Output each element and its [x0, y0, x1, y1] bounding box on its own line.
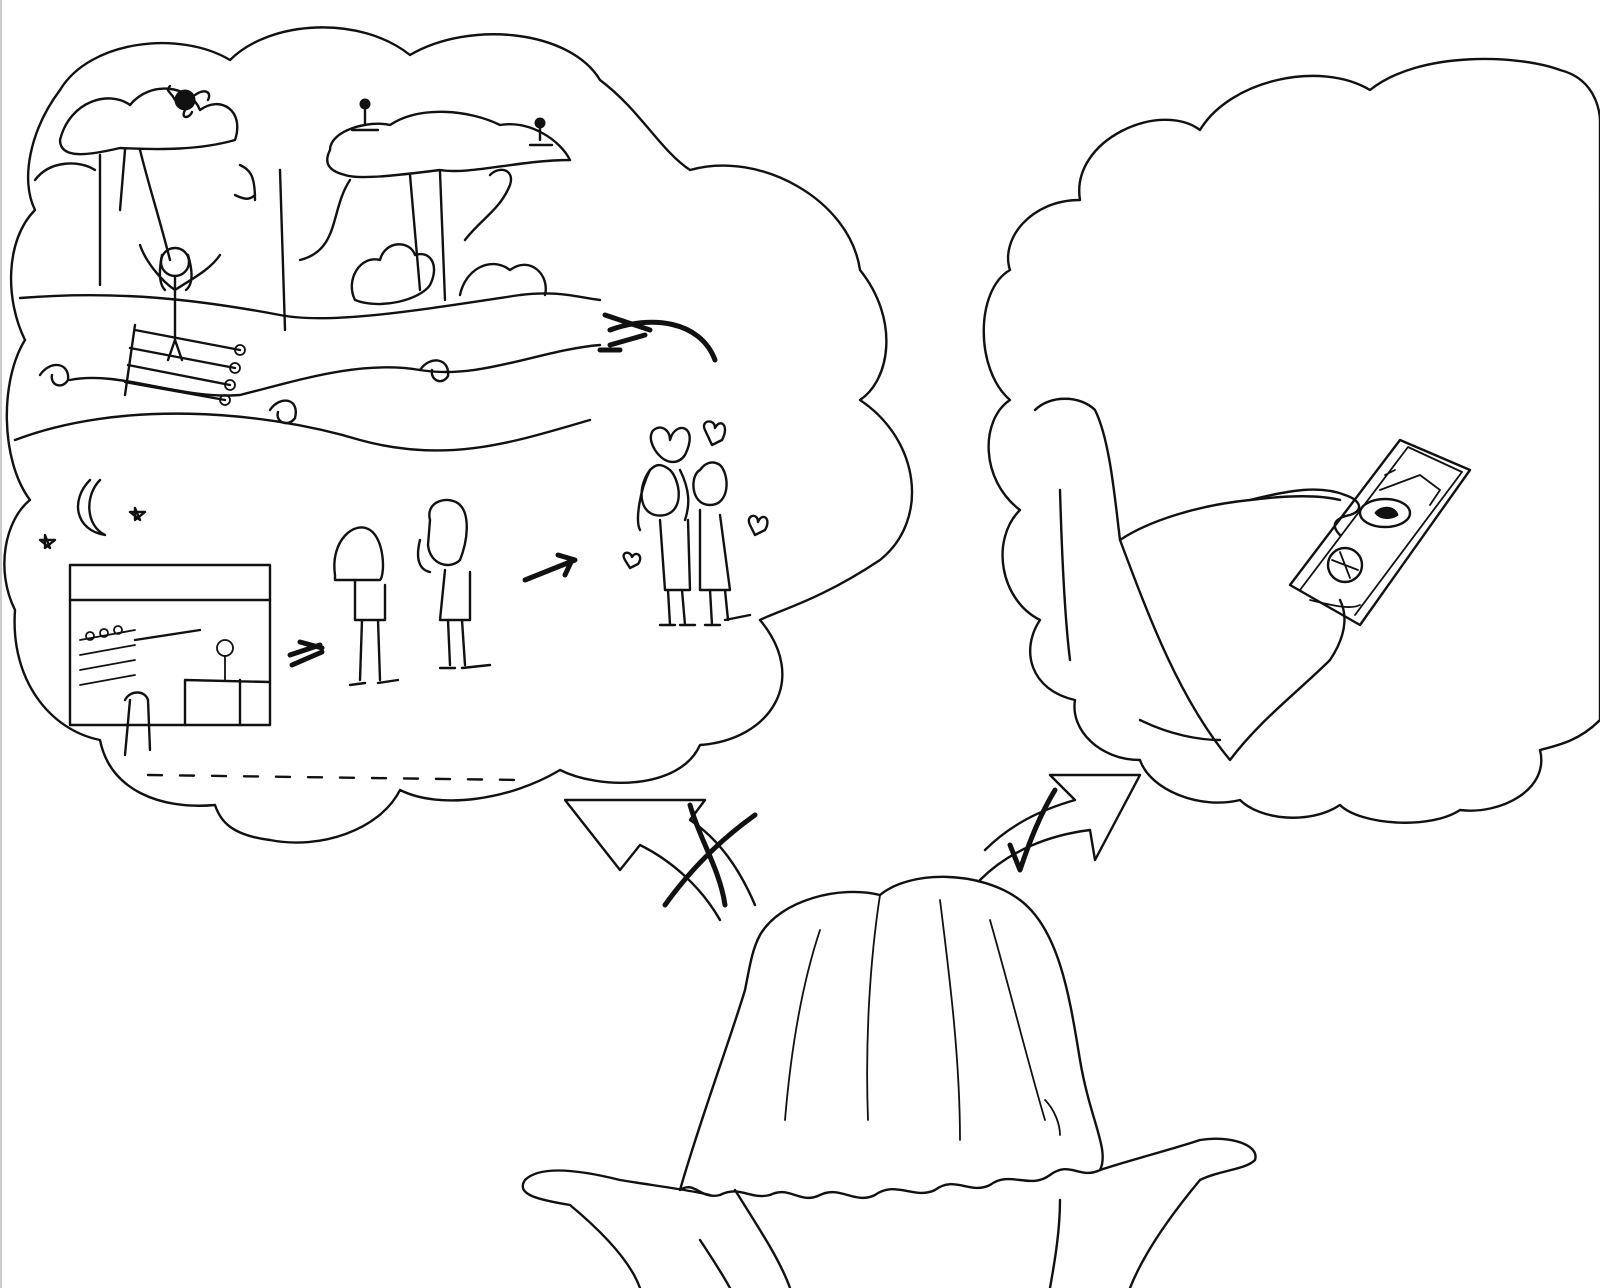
night-scene: [38, 420, 769, 782]
small-arrow-1: [287, 639, 325, 668]
tree-trunk-right-a: [408, 173, 422, 292]
right-thought-cloud: [982, 57, 1600, 824]
right-cloud-outline: [982, 57, 1600, 824]
curved-arrow-icon: [597, 312, 718, 363]
hair-strand-4: [989, 919, 1046, 1121]
woman-figure: [333, 526, 400, 687]
bush-center: [350, 243, 436, 306]
tree-trunk-left-b: [118, 148, 127, 212]
arm-lower: [1118, 538, 1346, 762]
body-left-edge: [1058, 488, 1072, 662]
hair-strand-2: [784, 929, 821, 1121]
figure-on-tree-a: [350, 98, 380, 132]
check-icon: [1007, 787, 1058, 873]
bush-left: [33, 162, 97, 182]
cross-icon: [662, 802, 758, 908]
shoulder-line: [733, 1188, 792, 1288]
wave-swirl-2: [268, 399, 297, 425]
tree-trunk-left-c: [138, 148, 172, 262]
man-figure: [416, 498, 492, 670]
tree-branch: [298, 178, 352, 262]
shop-building: [68, 563, 272, 757]
hair-strand-1: [866, 894, 881, 1121]
left-cloud-outline: [3, 26, 914, 844]
wave-swirl-1: [38, 363, 70, 387]
moon-icon: [76, 478, 107, 537]
ground-line: [18, 292, 602, 320]
vine: [463, 168, 513, 242]
arm-right: [1098, 1137, 1257, 1288]
hair-strand-5: [1044, 1099, 1061, 1136]
sleeve-line: [1138, 718, 1222, 742]
heart-icon-1: [649, 426, 691, 464]
star-icon-left: [38, 533, 57, 550]
hair: [678, 875, 1104, 1200]
scene-divider: [13, 412, 592, 452]
jungle-scene: [18, 84, 718, 425]
tree-canopy-right: [326, 110, 572, 179]
left-thought-cloud: [3, 26, 914, 844]
arrow-to-right-cloud: [978, 773, 1142, 882]
river-line: [68, 343, 602, 397]
monkey-icon: [166, 84, 211, 119]
star-icon-right: [128, 506, 147, 522]
bush-right: [458, 263, 547, 297]
small-arrow-2: [522, 552, 578, 583]
phone-icon: [1288, 438, 1472, 627]
tree-canopy-left: [58, 87, 239, 156]
thinking-person: [521, 773, 1257, 1288]
raft: [123, 323, 246, 406]
arm-left: [521, 1169, 712, 1288]
girl-on-raft: [138, 243, 222, 362]
heart-icon-4: [622, 551, 642, 570]
small-plant: [233, 163, 257, 202]
heart-icon-2: [702, 420, 727, 447]
arm-right-inner: [1048, 1198, 1062, 1288]
happy-couple: [622, 420, 769, 627]
arm-upper: [1033, 397, 1342, 542]
dashed-path: [146, 773, 522, 782]
arrow-to-left-cloud: [563, 798, 757, 922]
tall-trunk: [278, 168, 287, 332]
tree-trunk-right-b: [438, 170, 447, 302]
hair-strand-3: [939, 899, 961, 1141]
figure-on-tree-b: [528, 117, 554, 147]
wave-swirl-3: [418, 359, 450, 383]
arm-left-inner: [698, 1238, 732, 1288]
pointing-finger: [1248, 488, 1361, 537]
heart-icon-3: [747, 514, 769, 537]
